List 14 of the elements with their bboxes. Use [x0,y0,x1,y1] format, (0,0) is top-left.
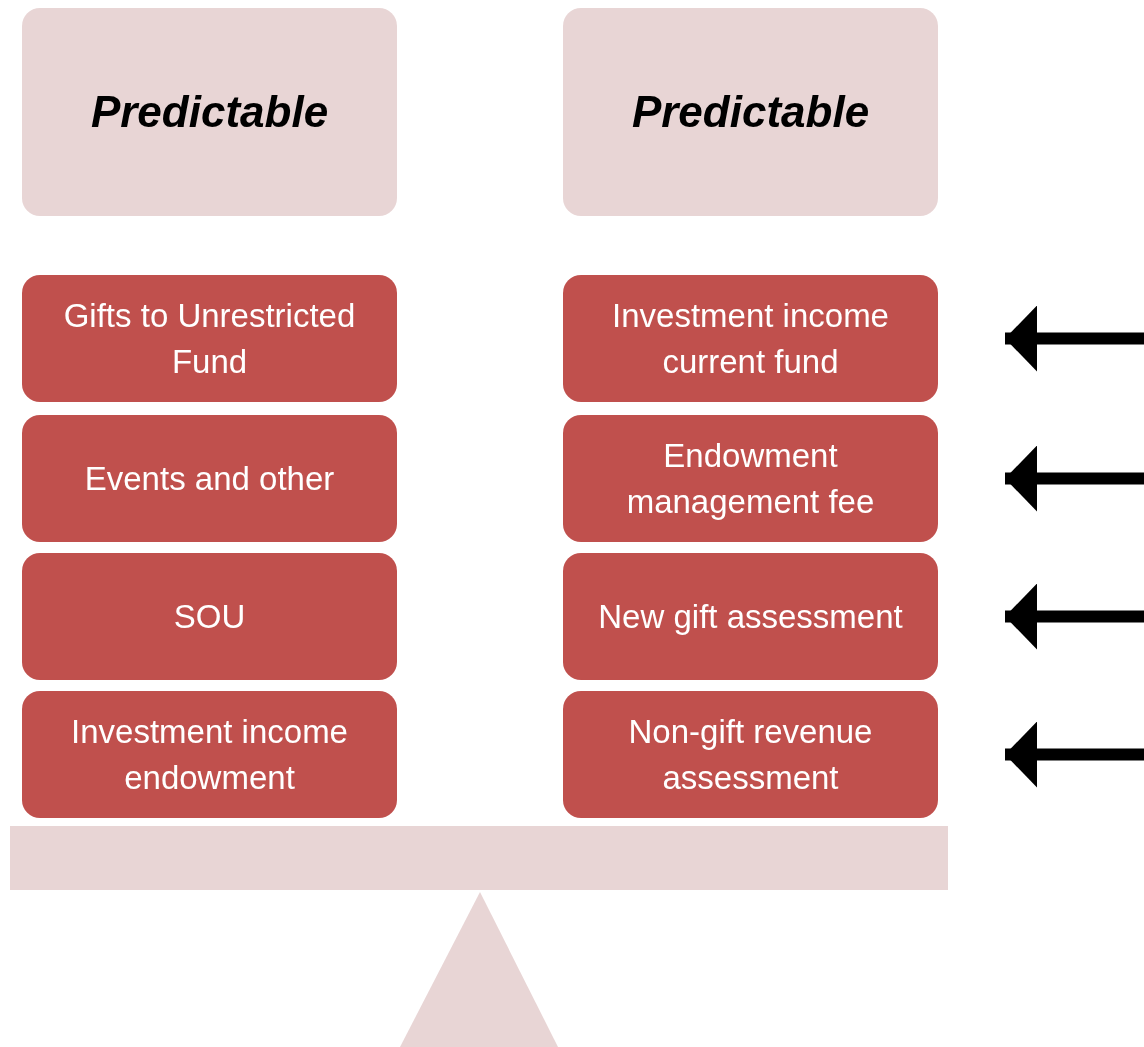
heading-box: Predictable [22,8,397,216]
revenue-box: Non-gift revenue assessment [563,691,938,818]
revenue-box: Gifts to Unrestricted Fund [22,275,397,402]
revenue-box: Events and other [22,415,397,542]
arrow [1005,583,1144,650]
revenue-box: New gift assessment [563,553,938,680]
revenue-box: Investment income endowment [22,691,397,818]
arrow [1005,445,1144,512]
revenue-box: SOU [22,553,397,680]
arrow [1005,721,1144,788]
revenue-box: Endowment management fee [563,415,938,542]
arrow [1005,305,1144,372]
heading-box: Predictable [563,8,938,216]
revenue-box: Investment income current fund [563,275,938,402]
